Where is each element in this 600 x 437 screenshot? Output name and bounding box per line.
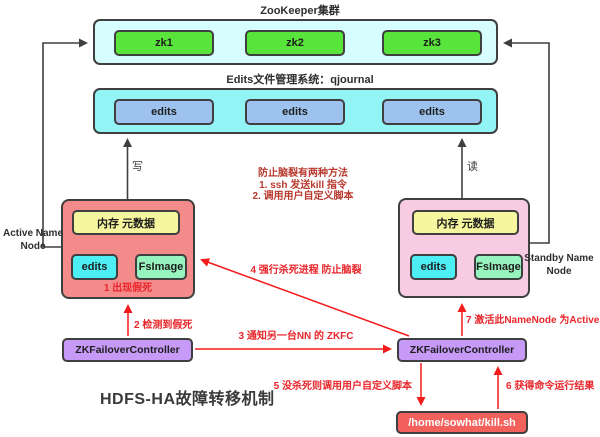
edits-node-3: edits (382, 99, 482, 125)
split-brain-note-line3: 2. 调用用户自定义脚本 (252, 191, 354, 202)
edits-node-2: edits (245, 99, 345, 125)
split-brain-note-line2: 1. ssh 发送kill 指令 (259, 179, 347, 191)
zookeeper-cluster-title: ZooKeeper集群 (260, 5, 340, 17)
active-namenode-label: Active Name Node (2, 228, 64, 252)
zk3-node: zk3 (382, 30, 482, 56)
step-6-label: 6 获得命令运行结果 (506, 381, 595, 392)
step-7-label: 7 激活此NameNode 为Active (466, 315, 600, 326)
qjournal-box: edits edits edits (93, 88, 498, 134)
active-namenode-box: 内存 元数据 edits FsImage 1 出现假死 (61, 199, 195, 299)
zkfc-right-box: ZKFailoverController (397, 338, 527, 362)
standby-fsimage-box: FsImage (474, 254, 523, 280)
kill-script-box: /home/sowhat/kill.sh (396, 411, 528, 434)
zkfc-left-box: ZKFailoverController (62, 338, 193, 362)
standby-memory-metadata-box: 内存 元数据 (412, 210, 519, 235)
diagram-title: HDFS-HA故障转移机制 (100, 391, 275, 408)
edits-node-1: edits (114, 99, 214, 125)
step-2-label: 2 检测到假死 (134, 320, 193, 331)
split-brain-note-line1: 防止脑裂有两种方法 (258, 168, 348, 179)
active-fsimage-box: FsImage (135, 254, 187, 280)
qjournal-title: Edits文件管理系统：qjournal (226, 74, 374, 86)
step-1-fake-death-label: 1 出现假死 (103, 283, 153, 294)
zk2-node: zk2 (245, 30, 345, 56)
step-4-label: 4 强行杀死进程 防止脑裂 (250, 265, 362, 276)
standby-edits-box: edits (410, 254, 457, 280)
standby-namenode-box: 内存 元数据 edits FsImage (398, 198, 530, 298)
active-edits-box: edits (71, 254, 118, 280)
write-edge-label: 写 (132, 161, 143, 173)
zookeeper-cluster-box: zk1 zk2 zk3 (93, 19, 498, 65)
zk1-node: zk1 (114, 30, 214, 56)
step-3-label: 3 通知另一台NN 的 ZKFC (238, 331, 354, 342)
read-edge-label: 读 (467, 161, 478, 173)
standby-namenode-label: Standby Name Node (524, 253, 594, 277)
split-brain-note: 防止脑裂有两种方法 1. ssh 发送kill 指令 2. 调用用户自定义脚本 (203, 168, 403, 203)
active-memory-metadata-box: 内存 元数据 (72, 210, 180, 235)
step-5-label: 5 没杀死则调用用户自定义脚本 (273, 381, 412, 392)
